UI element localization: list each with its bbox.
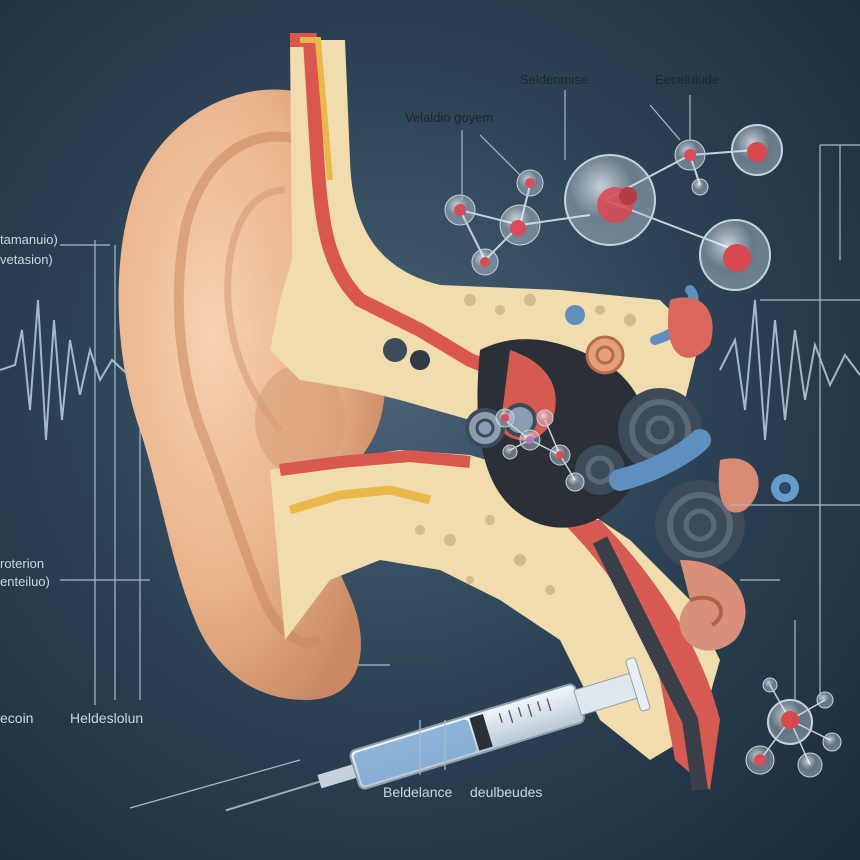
molecule-cluster-top	[444, 124, 783, 291]
label-top-right: Eecelulude	[655, 72, 720, 87]
label-bottom-left-a: ecoin	[0, 710, 34, 726]
molecule-cluster-bottom	[745, 677, 842, 778]
label-left-lower-2: enteiluo)	[0, 574, 50, 589]
sound-waveform-right	[719, 299, 860, 441]
molecule-cluster-middle	[495, 408, 585, 492]
label-left-upper-1: tamanuio)	[0, 232, 58, 247]
label-top-center: Seldenmise	[520, 72, 588, 87]
label-center: Edembluce	[385, 652, 451, 667]
label-bottom-left-b: Heldeslolun	[70, 710, 144, 726]
leader-line-bottom	[129, 720, 446, 809]
label-left-upper-2: vetasion)	[0, 252, 53, 267]
sound-waveform-left	[0, 299, 126, 441]
syringe-icon	[225, 657, 651, 812]
label-left-lower-1: roterion	[0, 556, 45, 571]
label-top-left: Velaldio goyem	[405, 110, 494, 125]
label-bottom-right: deulbeudes	[470, 784, 543, 800]
leader-lines-right	[461, 90, 860, 700]
label-bottom-center: Beldelance	[383, 784, 453, 800]
